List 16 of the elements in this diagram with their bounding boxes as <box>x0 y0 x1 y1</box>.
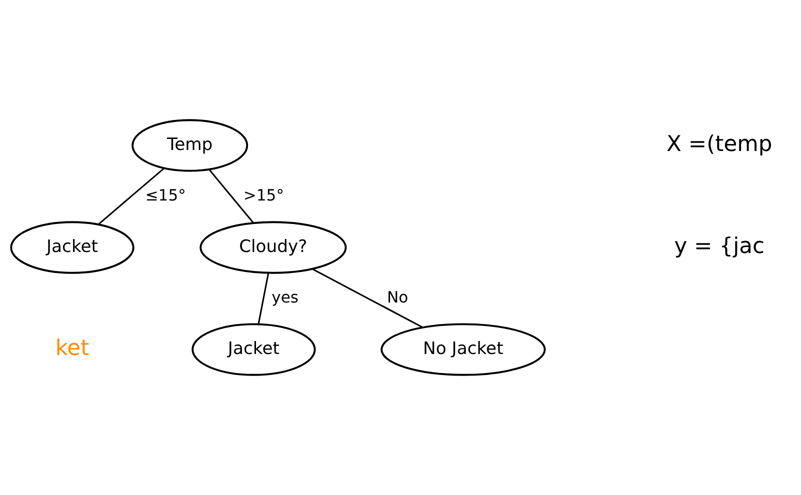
node-ellipse: No Jacket <box>380 323 546 376</box>
label: y = {jac <box>674 234 765 259</box>
node-ellipse: Cloudy? <box>200 221 347 274</box>
connector <box>312 268 424 328</box>
edge-label: No <box>387 288 408 306</box>
label: X =(temp <box>666 132 772 157</box>
node-ellipse: Jacket <box>10 221 134 274</box>
edge-label: >15° <box>243 186 284 204</box>
edge-label: yes <box>272 288 299 306</box>
node-ellipse: Temp <box>132 119 248 172</box>
connector <box>258 272 270 324</box>
label: ket <box>55 336 90 361</box>
connector <box>98 168 165 226</box>
edge-label: ≤15° <box>145 186 186 204</box>
node-ellipse: Jacket <box>192 323 316 376</box>
connector <box>208 169 254 224</box>
